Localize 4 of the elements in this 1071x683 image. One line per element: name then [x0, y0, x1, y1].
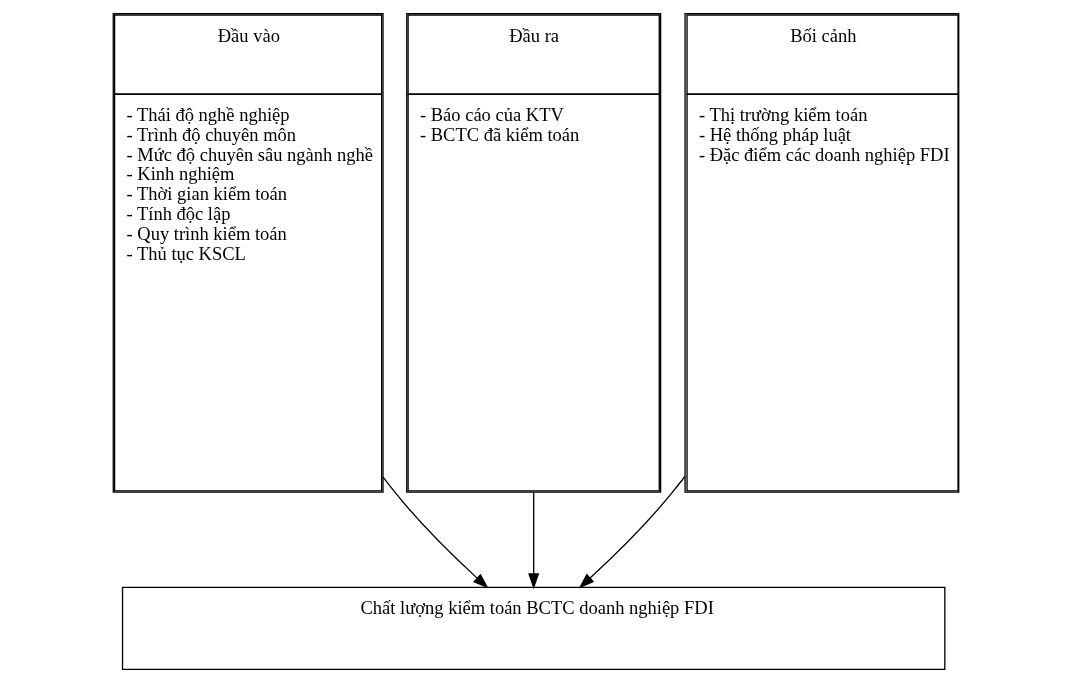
- arrow: [578, 475, 685, 589]
- arrow: [527, 491, 539, 590]
- arrow: [381, 476, 489, 589]
- node-box: Chất lượng kiểm toán BCTC doanh nghiệp FDI: [121, 586, 945, 670]
